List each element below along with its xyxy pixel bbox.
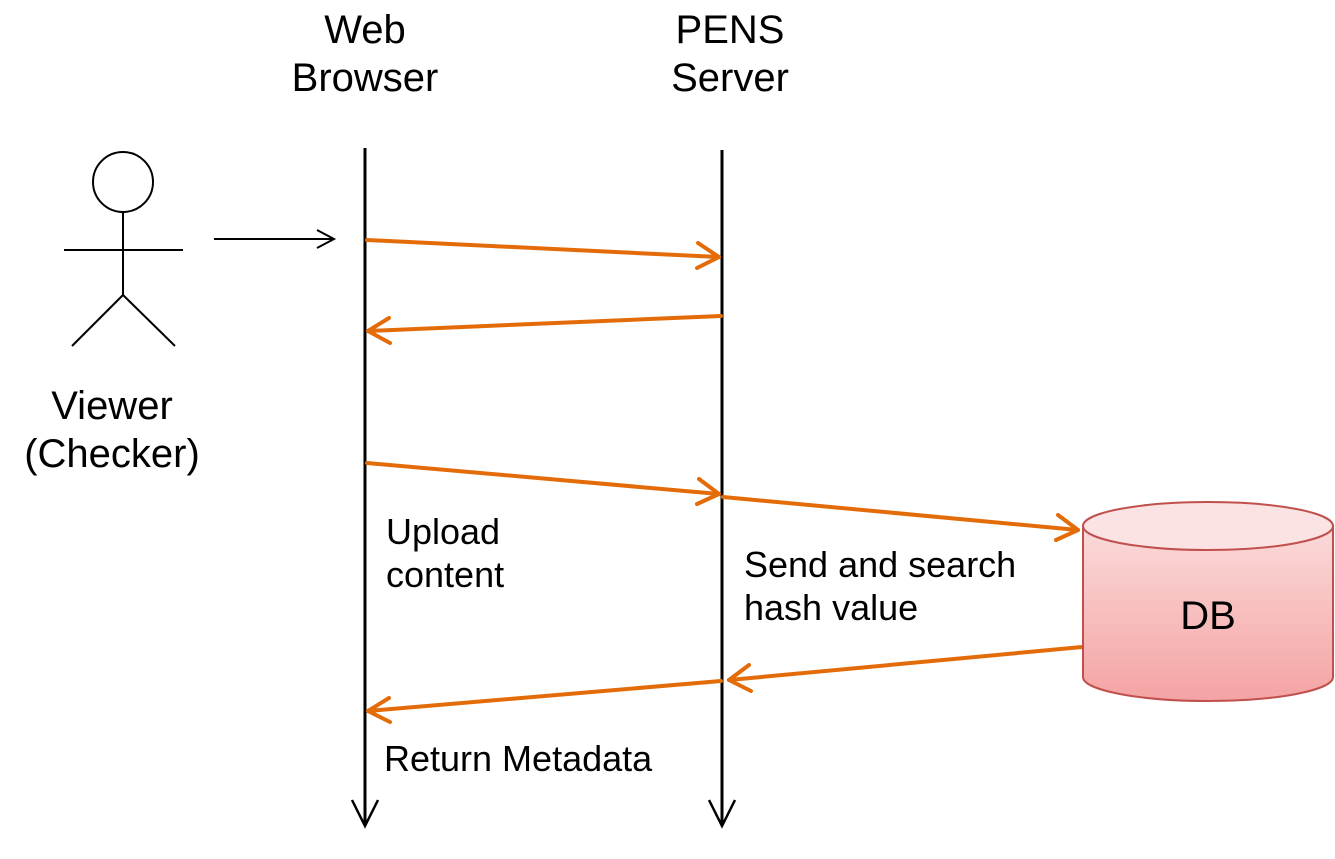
actor-to-browser-arrow	[214, 229, 337, 249]
upload-content-arrow	[365, 461, 721, 506]
response-arrow-server-to-browser	[366, 314, 723, 345]
database-label: DB	[1180, 594, 1236, 638]
browser-label-line2: Browser	[291, 56, 439, 100]
upload-label-line1: Upload	[386, 511, 501, 552]
viewer-actor-icon	[64, 151, 183, 347]
return-metadata-arrow	[366, 679, 723, 724]
browser-lifeline	[350, 148, 380, 829]
viewer-actor-label: Viewer (Checker)	[4, 382, 220, 478]
send-search-hash-label: Send and search hash value	[744, 543, 1016, 629]
upload-content-label: Upload content	[386, 510, 504, 596]
browser-label-line1: Web	[324, 8, 406, 52]
send-search-line2: hash value	[744, 587, 919, 629]
browser-participant-label: Web Browser	[290, 6, 440, 102]
server-participant-label: PENS Server	[660, 6, 800, 102]
actor-label-line2: (Checker)	[24, 432, 200, 476]
upload-label-line2: content	[386, 554, 505, 596]
db-result-arrow	[727, 645, 1084, 693]
server-lifeline	[707, 150, 737, 829]
actor-label-line1: Viewer	[51, 384, 173, 428]
request-arrow-browser-to-server	[365, 238, 721, 270]
send-search-hash-arrow	[721, 495, 1080, 542]
server-label-line1: PENS	[675, 8, 785, 52]
server-label-line2: Server	[671, 56, 789, 100]
send-search-line1: Send and search	[744, 544, 1017, 585]
return-metadata-label: Return Metadata	[384, 738, 653, 779]
database-cylinder-icon	[1082, 501, 1334, 702]
